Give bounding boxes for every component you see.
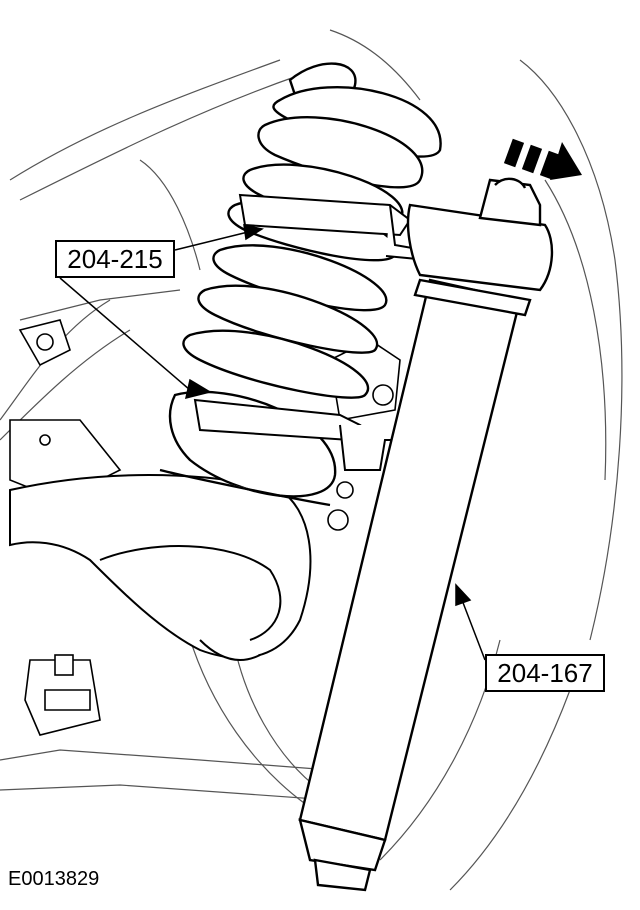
callout-204-167: 204-167	[485, 654, 605, 692]
direction-arrow	[503, 138, 582, 180]
compressor-body	[298, 177, 554, 892]
figure-id: E0013829	[8, 868, 100, 890]
callout-204-215: 204-215	[55, 240, 175, 278]
leader-lines	[59, 224, 486, 661]
lower-control-arm	[9, 474, 312, 661]
